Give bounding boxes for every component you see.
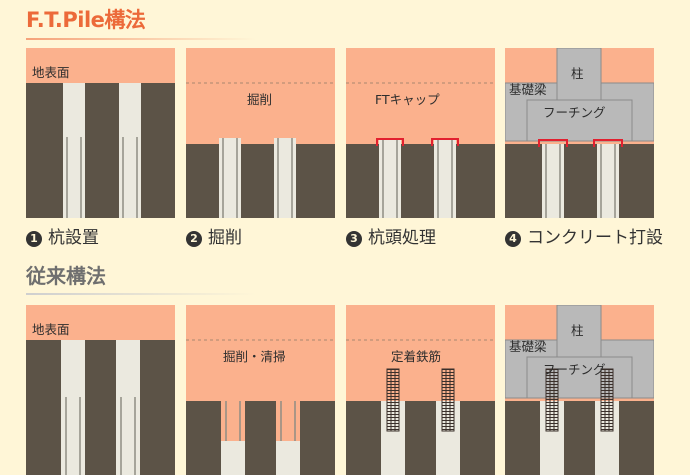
soil [26,340,175,475]
ground-surface-label: 地表面 [32,322,70,337]
rebar-cage [441,368,455,432]
ft-panel-concrete-placement: 柱 基礎梁 フーチング [505,48,654,218]
pile-head [119,83,141,137]
rebar-cage [600,368,614,432]
cleaned-hole [221,401,245,441]
pile-shaft [116,397,140,475]
soil [186,401,335,475]
pile-shaft [61,397,85,475]
column [556,48,602,101]
step-number-2: 2 [186,230,202,247]
column [556,305,602,358]
step-label-4: 4 コンクリート打設 [505,230,663,247]
foundation-beam-label: 基礎梁 [509,82,547,97]
pile-shaft [119,137,141,218]
conv-panel-anchoring-rebar: 定着鉄筋 [346,305,495,475]
title-underline [26,38,256,40]
ft-panel-pile-installation: 地表面 [26,48,175,218]
excavation-cleaning-label: 掘削・清掃 [223,349,286,364]
pile-head [116,340,140,397]
pile [434,140,456,218]
ft-pile-method-title: F.T.Pile構法 [26,8,146,32]
soil [346,401,495,475]
ft-cap [593,139,623,147]
ft-panel-pile-head-treatment: FTキャップ [346,48,495,218]
step-text-3: 杭頭処理 [368,228,436,248]
step-text-2: 掘削 [208,228,242,248]
soil [186,144,335,218]
step-label-1: 1 杭設置 [26,230,99,247]
cleaned-hole [276,401,300,441]
pile [597,144,619,218]
rebar-cage [545,368,559,432]
column-label: 柱 [571,323,584,338]
ft-panel-excavation: 掘削 [186,48,335,218]
step-number-4: 4 [505,230,521,247]
ft-cap [538,139,568,147]
footing-label: フーチング [543,362,606,377]
step-text-4: コンクリート打設 [527,228,663,248]
title-underline [26,293,256,295]
pile-shaft [63,137,85,218]
footing [526,356,633,399]
column-label: 柱 [571,66,584,81]
conv-panel-excavation-cleaning: 掘削・清掃 [186,305,335,475]
ground-surface-label: 地表面 [32,65,70,80]
soil [505,401,654,475]
footing-label: フーチング [543,105,606,120]
soil [505,144,654,218]
conventional-method-title: 従来構法 [26,264,106,288]
pile [379,140,401,218]
pile [274,138,296,218]
pile [542,144,564,218]
anchoring-rebar-label: 定着鉄筋 [391,349,442,364]
step-number-1: 1 [26,230,42,247]
footing [526,99,633,142]
ft-cap [376,138,404,146]
soil [26,83,175,218]
soil [346,144,495,218]
ft-cap-label: FTキャップ [375,92,440,107]
pile-head [63,83,85,137]
ft-cap [431,138,459,146]
excavation-label: 掘削 [247,92,273,107]
step-label-2: 2 掘削 [186,230,242,247]
pile [219,138,241,218]
step-label-3: 3 杭頭処理 [346,230,436,247]
conv-panel-pile-installation: 地表面 [26,305,175,475]
pile [221,441,245,475]
step-number-3: 3 [346,230,362,247]
rebar-cage [386,368,400,432]
step-text-1: 杭設置 [48,228,99,248]
conv-panel-concrete-placement: 柱 基礎梁 フーチング [505,305,654,475]
pile-head [61,340,85,397]
foundation-beam-label: 基礎梁 [509,339,547,354]
pile [276,441,300,475]
